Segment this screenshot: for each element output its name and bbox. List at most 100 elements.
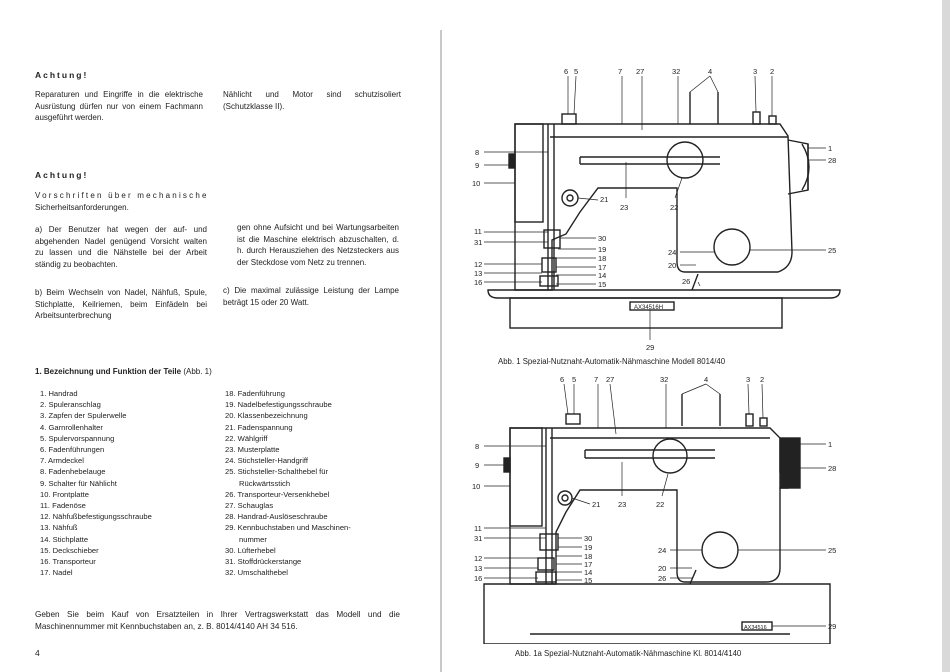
fig1-label-24: 24 [668,248,676,257]
fig1a-label-8: 8 [475,442,479,451]
figure-1a-caption: Abb. 1a Spezial-Nutznaht-Automatik-Nähma… [515,649,742,658]
list-item: 20. Klassenbezeichnung [225,411,308,421]
fig1-label-1: 1 [828,144,832,153]
fig1-label-7: 7 [618,67,622,76]
warning2-subtitle-rest: Sicherheitsanforderungen. [35,202,129,212]
fig1-label-25: 25 [828,246,836,255]
list-item: 29. Kennbuchstaben und Maschinen- [225,523,351,533]
footer-text: Geben Sie beim Kauf von Ersatzteilen in … [35,610,400,631]
fig1a-label-30: 30 [584,534,592,543]
section-title-rest: (Abb. 1) [183,367,212,376]
warning2-item-a: a) Der Benutzer hat wegen der auf- und a… [35,225,207,269]
list-item: 13. Nähfuß [40,523,78,533]
fig1a-label-25: 25 [828,546,836,555]
fig1-label-28: 28 [828,156,836,165]
fig1a-label-4: 4 [704,375,708,384]
warning1-title: Achtung! [35,70,89,80]
fig1a-label-28: 28 [828,464,836,473]
fig1a-label-2: 2 [760,375,764,384]
section-title-bold: 1. Bezeichnung und Funktion der Teile [35,367,182,376]
fig1-label-22: 22 [670,203,678,212]
fig1-label-32: 32 [672,67,680,76]
fig1a-label-31: 31 [474,534,482,543]
fig1-label-31: 31 [474,238,482,247]
warning1-text-right: Nählicht und Motor sind schutzisoliert (… [223,90,401,111]
fig1-label-2: 2 [770,67,774,76]
list-item: 31. Stoffdrückerstange [225,557,302,567]
warning1-text-left: Reparaturen und Eingriffe in die elektri… [35,90,203,122]
fig1a-label-6: 6 [560,375,564,384]
page-fold [440,30,442,672]
fig1a-label-17: 17 [584,560,592,569]
fig1a-label-14: 14 [584,568,592,577]
fig1-label-13: 13 [474,269,482,278]
fig1a-label-15: 15 [584,576,592,585]
fig1a-plate-text: AX34516 [744,625,767,631]
fig1-label-30: 30 [598,234,606,243]
list-item: 2. Spuleranschlag [40,400,101,410]
parts-list-col2: 18. Fadenführung 19. Nadelbefestigungssc… [225,388,351,578]
fig1a-label-24: 24 [658,546,666,555]
fig1-label-23: 23 [620,203,628,212]
list-item: nummer [239,534,267,544]
list-item: 18. Fadenführung [225,389,285,398]
fig1-label-17: 17 [598,263,606,272]
fig1a-label-13: 13 [474,564,482,573]
list-item: 27. Schauglas [225,501,274,511]
fig1-label-6: 6 [564,67,568,76]
fig1a-label-11: 11 [474,524,482,533]
fig1a-label-22: 22 [656,500,664,509]
list-item: 14. Stichplatte [40,534,89,544]
list-item: 7. Armdeckel [40,456,84,466]
fig1a-label-20: 20 [658,564,666,573]
list-item: 30. Lüfterhebel [225,545,276,555]
page-edge [942,0,950,672]
list-item: 15. Deckschieber [40,545,99,555]
section-title: 1. Bezeichnung und Funktion der Teile (A… [35,366,212,378]
list-item: 12. Nähfußbefestigungsschraube [40,512,152,522]
fig1-label-19: 19 [598,245,606,254]
list-item: 21. Fadenspannung [225,422,293,432]
fig1a-label-5: 5 [572,375,576,384]
fig1a-label-3: 3 [746,375,750,384]
warning2-subtitle: Vorschriften über mechanische Sicherheit… [35,190,215,213]
fig1-label-8: 8 [475,148,479,157]
fig1-label-12: 12 [474,260,482,269]
list-item: 10. Frontplatte [40,489,89,499]
fig1-label-9: 9 [475,161,479,170]
list-item: 11. Fadenöse [40,501,86,511]
fig1a-label-10: 10 [472,482,480,491]
fig1a-label-26: 26 [658,574,666,583]
fig1a-label-32: 32 [660,375,668,384]
fig1-label-14: 14 [598,271,606,280]
fig1-label-5: 5 [574,67,578,76]
fig1-label-27: 27 [636,67,644,76]
fig1a-label-12: 12 [474,554,482,563]
fig1a-label-19: 19 [584,543,592,552]
fig1-label-16: 16 [474,278,482,287]
list-item: 8. Fadenhebelauge [40,467,106,477]
list-item: 32. Umschalthebel [225,568,288,578]
list-item: 4. Garnrollenhalter [40,422,103,432]
fig1-label-21: 21 [600,195,608,204]
fig1a-label-23: 23 [618,500,626,509]
warning2-item-b-cont: gen ohne Aufsicht und bei Wartungsarbeit… [237,223,399,267]
page-number: 4 [35,648,40,658]
fig1-label-10: 10 [472,179,480,188]
fig1-label-11: 11 [474,227,482,236]
list-item: Rückwärtsstich [239,478,291,488]
fig1a-label-21: 21 [592,500,600,509]
list-item: 23. Musterplatte [225,445,280,455]
fig1-label-26: 26 [682,277,690,286]
fig1a-label-16: 16 [474,574,482,583]
parts-list-col1: 1. Handrad 2. Spuleranschlag 3. Zapfen d… [40,388,152,578]
list-item: 25. Stichsteller-Schalthebel für [225,467,328,477]
list-item: 19. Nadelbefestigungsschraube [225,400,332,410]
list-item: 9. Schalter für Nählicht [40,478,117,488]
figure-1a-diagram: 6 5 7 27 32 4 3 2 8 9 10 1 28 21 23 22 1… [472,375,836,644]
fig1-label-15: 15 [598,280,606,289]
list-item: 6. Fadenführungen [40,445,105,455]
list-item: 17. Nadel [40,568,73,578]
fig1a-label-1: 1 [828,440,832,449]
